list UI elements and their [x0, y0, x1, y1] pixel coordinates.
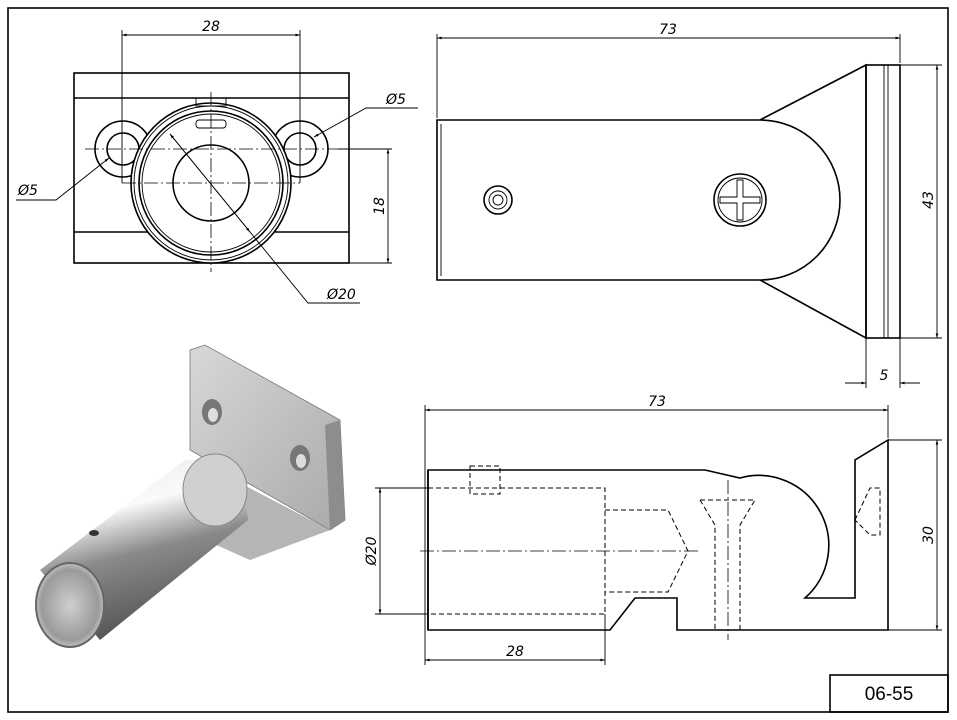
- isometric-view: [35, 344, 346, 648]
- dim-depth-28: 28: [506, 644, 524, 660]
- dim-flange-5: 5: [880, 368, 889, 384]
- front-view: 28 18 Ø5 Ø5 Ø20: [16, 19, 418, 304]
- dim-height-18: 18: [372, 197, 388, 215]
- label-hole-right: Ø5: [385, 92, 406, 108]
- drawing-number: 06-55: [865, 684, 914, 705]
- label-bore: Ø20: [326, 287, 356, 303]
- dim-spacing-28: 28: [202, 19, 220, 35]
- dim-bore-20: Ø20: [364, 536, 380, 566]
- side-view: 73 30 Ø20 28: [364, 394, 942, 665]
- top-view: 73 43 5: [436, 22, 942, 388]
- dim-length-73-side: 73: [648, 394, 666, 410]
- drawing-frame: [7, 7, 949, 713]
- title-block: 06-55: [829, 674, 949, 713]
- dim-length-73-top: 73: [659, 22, 677, 38]
- dim-width-43: 43: [921, 191, 937, 209]
- dim-height-30: 30: [921, 526, 937, 544]
- label-hole-left: Ø5: [17, 183, 38, 199]
